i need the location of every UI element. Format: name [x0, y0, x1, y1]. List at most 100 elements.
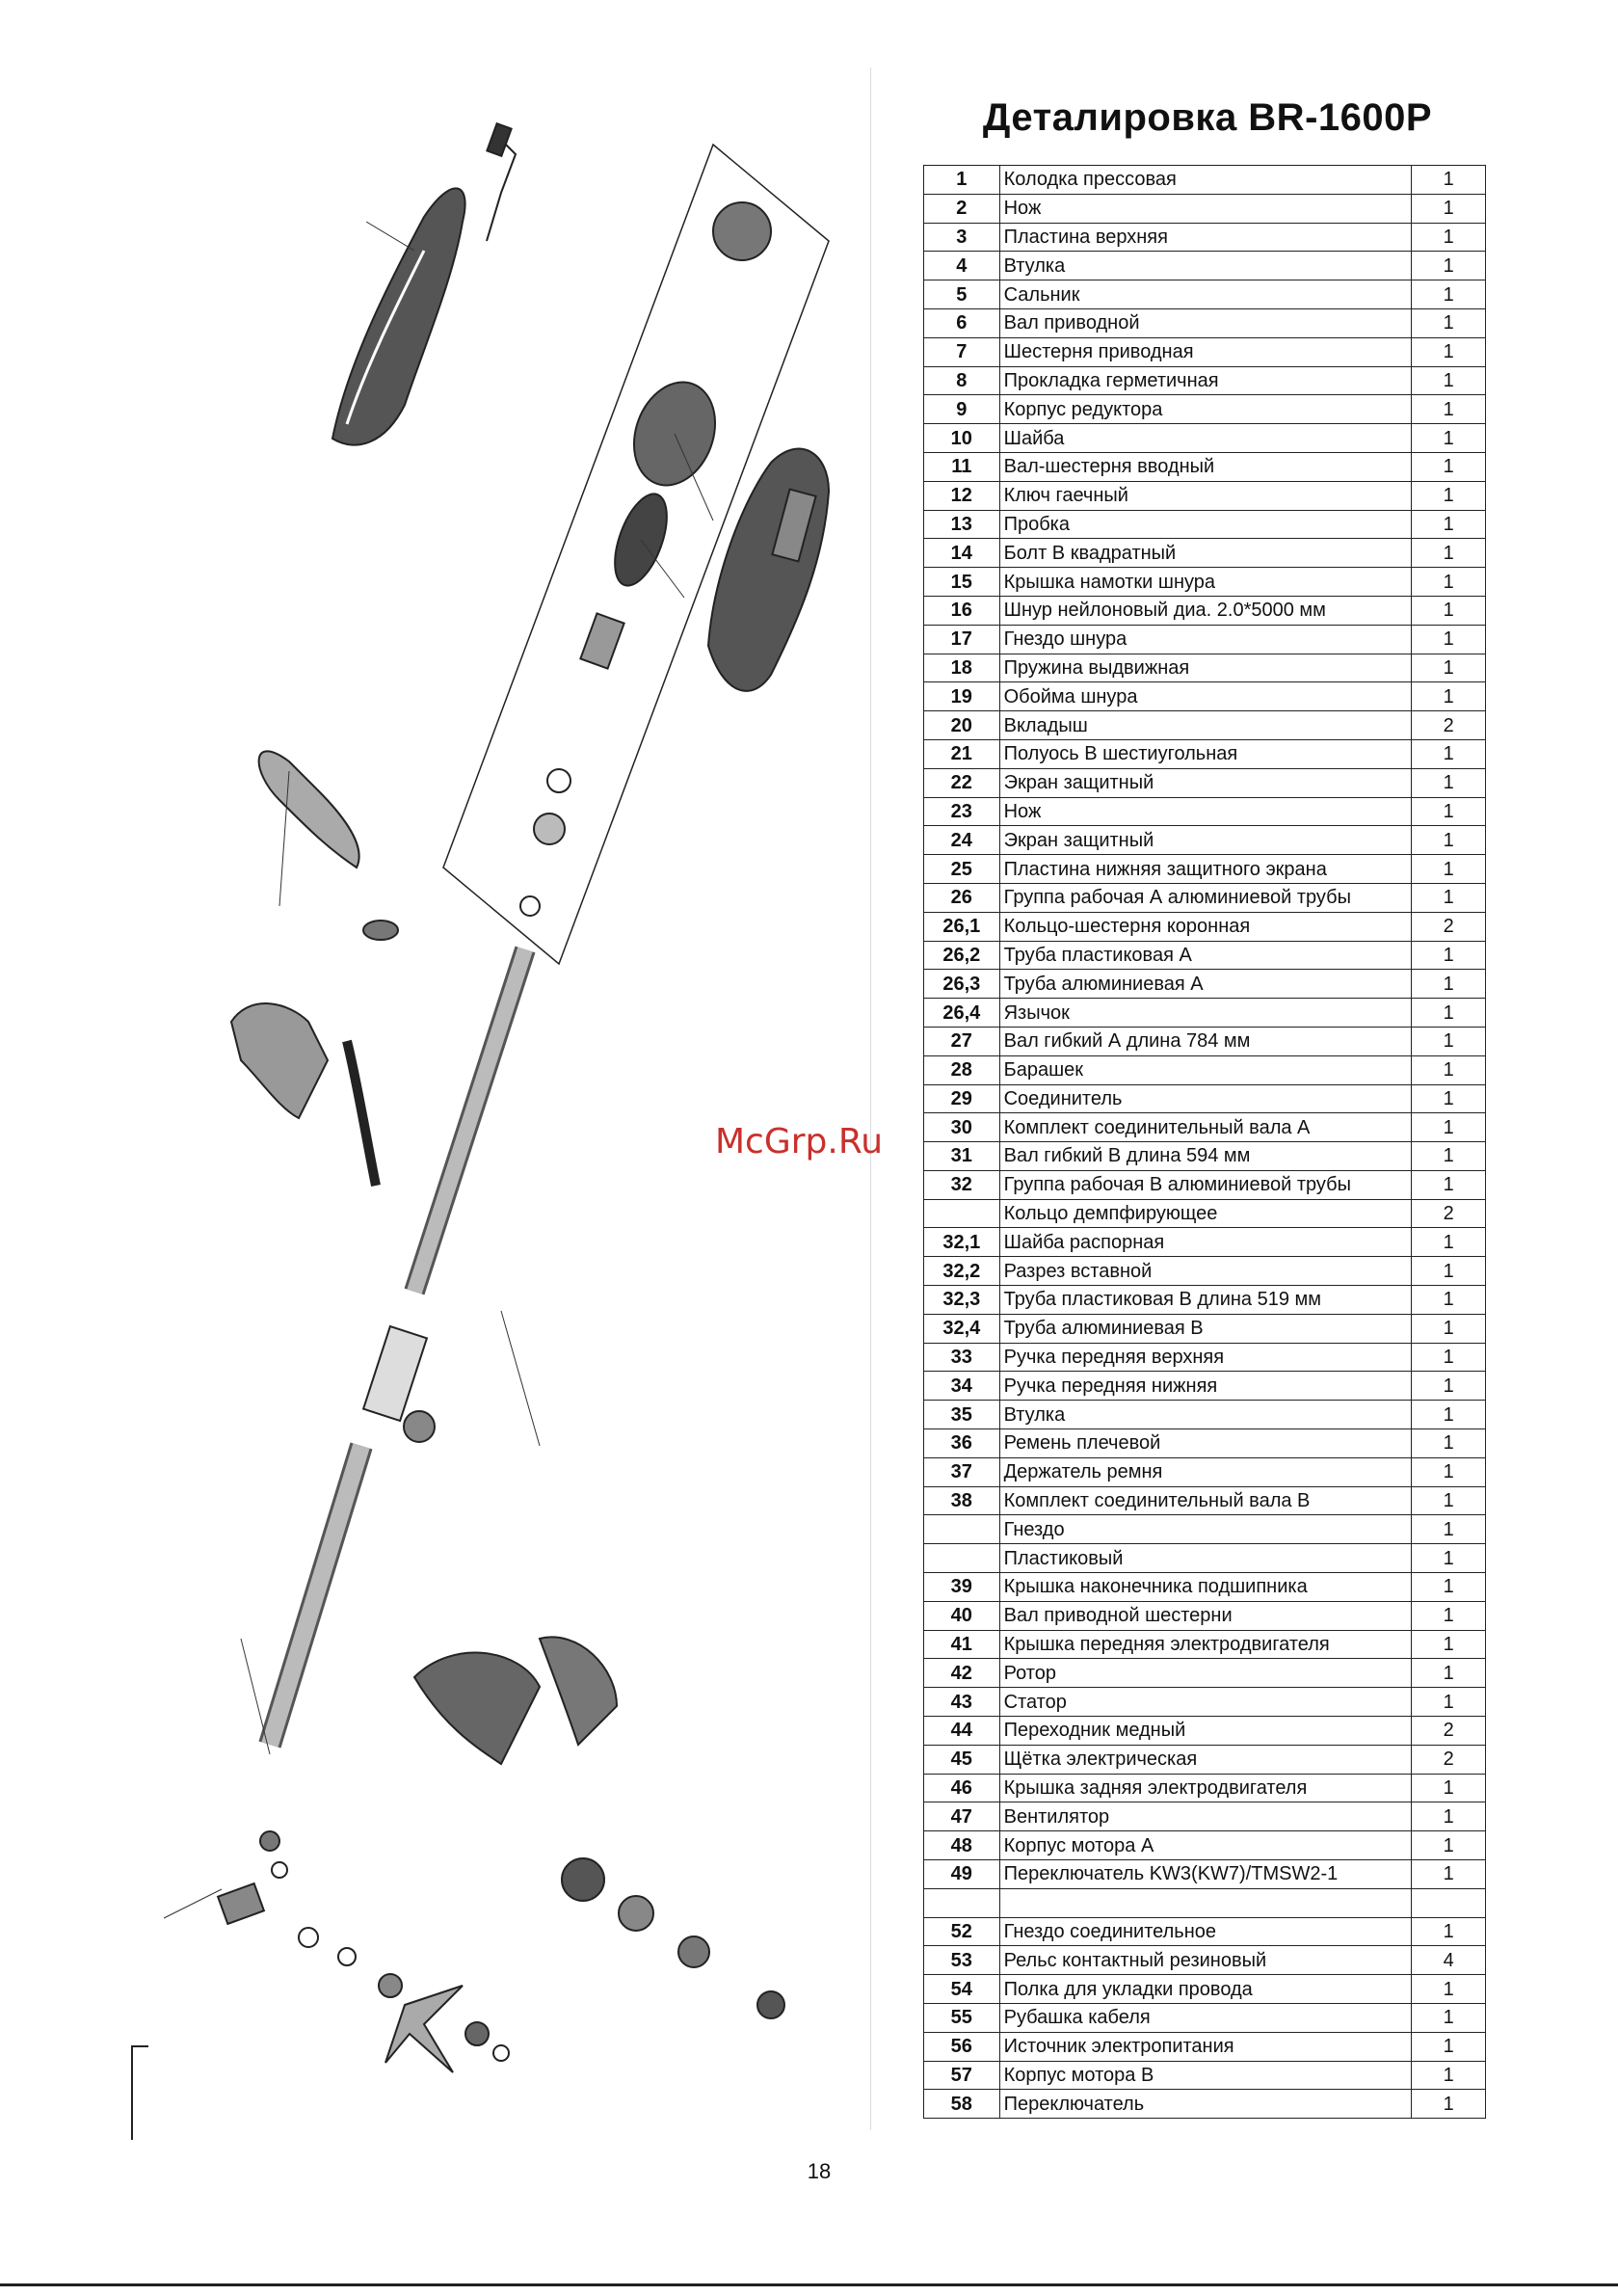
column-divider	[870, 67, 871, 2130]
part-name-cell: Ручка передняя нижняя	[998, 1371, 1413, 1402]
part-quantity-cell: 1	[1411, 1112, 1486, 1143]
part-quantity-cell: 1	[1411, 1802, 1486, 1832]
part-number-cell	[923, 1887, 1000, 1918]
part-number-cell: 5	[923, 280, 1000, 309]
part-quantity-cell: 1	[1411, 767, 1486, 798]
part-name-cell: Рубашка кабеля	[998, 2003, 1413, 2033]
part-quantity-cell: 1	[1411, 1083, 1486, 1114]
part-name-cell: Вал-шестерня вводный	[998, 451, 1413, 482]
part-number-cell: 44	[923, 1716, 1000, 1746]
part-quantity-cell: 1	[1411, 1514, 1486, 1545]
part-number-cell: 45	[923, 1744, 1000, 1775]
exploded-view-drawing	[163, 121, 831, 2073]
part-name-cell: Переключатель KW3(KW7)/TMSW2-1	[998, 1859, 1413, 1889]
part-quantity-cell: 1	[1411, 595, 1486, 626]
part-name-cell: Вал приводной	[998, 307, 1413, 338]
part-name-cell: Труба алюминиевая В	[998, 1313, 1413, 1344]
part-quantity-cell: 1	[1411, 280, 1486, 309]
part-name-cell: Втулка	[998, 251, 1413, 281]
part-name-cell: Нож	[998, 796, 1413, 827]
part-number-cell: 57	[923, 2060, 1000, 2091]
part-number-cell: 2	[923, 193, 1000, 224]
part-number-cell: 32,1	[923, 1227, 1000, 1258]
part-quantity-cell: 1	[1411, 681, 1486, 712]
part-quantity-cell: 1	[1411, 653, 1486, 683]
part-name-cell: Кольцо демпфирующее	[998, 1198, 1413, 1229]
part-name-cell: Втулка	[998, 1400, 1413, 1430]
part-quantity-cell: 1	[1411, 251, 1486, 281]
part-quantity-cell: 2	[1411, 710, 1486, 740]
part-name-cell: Экран защитный	[998, 825, 1413, 856]
part-name-cell: Рельс контактный резиновый	[998, 1945, 1413, 1976]
part-quantity-cell: 1	[1411, 1428, 1486, 1458]
part-quantity-cell: 2	[1411, 1716, 1486, 1746]
part-number-cell: 31	[923, 1141, 1000, 1171]
part-number-cell: 48	[923, 1830, 1000, 1861]
part-number-cell: 37	[923, 1456, 1000, 1487]
part-quantity-cell: 1	[1411, 1342, 1486, 1373]
part-number-cell: 40	[923, 1600, 1000, 1631]
part-number-cell: 32,3	[923, 1285, 1000, 1315]
part-name-cell: Вал гибкий А длина 784 мм	[998, 1026, 1413, 1056]
part-number-cell: 13	[923, 509, 1000, 540]
part-number-cell: 21	[923, 738, 1000, 769]
part-name-cell: Крышка наконечника подшипника	[998, 1572, 1413, 1602]
part-name-cell: Источник электропитания	[998, 2031, 1413, 2062]
part-name-cell: Гнездо соединительное	[998, 1916, 1413, 1947]
part-quantity-cell: 1	[1411, 1169, 1486, 1200]
part-number-cell: 10	[923, 423, 1000, 453]
part-quantity-cell: 1	[1411, 222, 1486, 253]
part-number-cell: 26,1	[923, 911, 1000, 942]
part-number-cell: 16	[923, 595, 1000, 626]
part-name-cell: Ручка передняя верхняя	[998, 1342, 1413, 1373]
part-number-cell: 14	[923, 538, 1000, 569]
part-quantity-cell: 1	[1411, 796, 1486, 827]
part-name-cell: Полуось В шестиугольная	[998, 738, 1413, 769]
part-quantity-cell: 1	[1411, 365, 1486, 396]
part-quantity-cell: 1	[1411, 1916, 1486, 1947]
page-title: Деталировка BR-1600P	[982, 96, 1433, 139]
part-quantity-cell: 1	[1411, 538, 1486, 569]
part-number-cell: 23	[923, 796, 1000, 827]
part-name-cell: Колодка прессовая	[998, 165, 1413, 195]
exploded-view-diagram	[163, 121, 831, 2073]
part-number-cell: 11	[923, 451, 1000, 482]
part-name-cell: Держатель ремня	[998, 1456, 1413, 1487]
part-quantity-cell: 1	[1411, 336, 1486, 367]
part-number-cell: 52	[923, 1916, 1000, 1947]
part-number-cell: 39	[923, 1572, 1000, 1602]
part-number-cell: 24	[923, 825, 1000, 856]
part-quantity-cell: 1	[1411, 738, 1486, 769]
part-quantity-cell: 1	[1411, 423, 1486, 453]
part-name-cell: Сальник	[998, 280, 1413, 309]
